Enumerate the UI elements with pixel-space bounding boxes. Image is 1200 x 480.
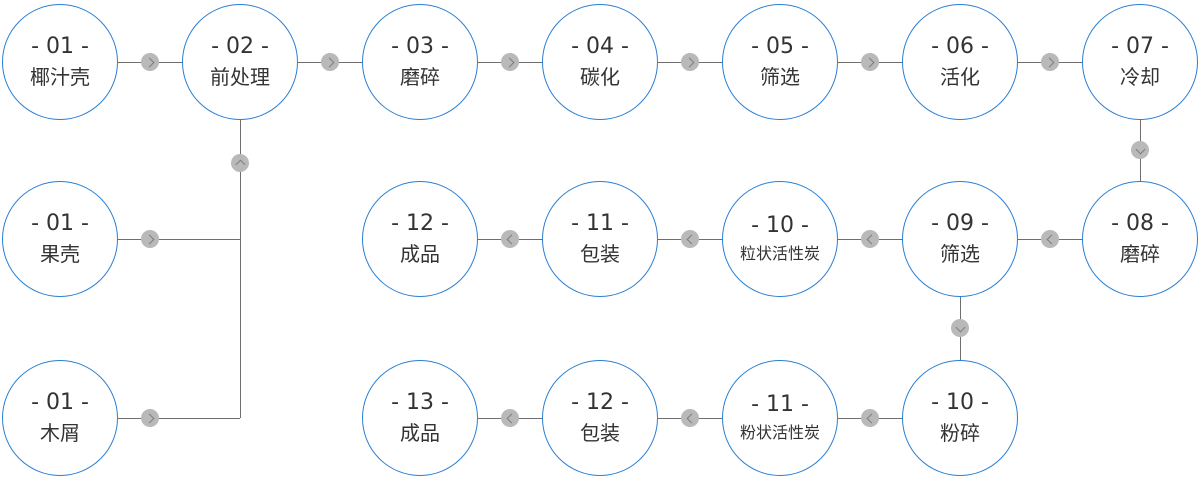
chevron-left-glyph bbox=[506, 413, 516, 423]
connector-line bbox=[239, 120, 241, 418]
node-step-label: 粒状活性炭 bbox=[739, 244, 820, 263]
flow-node: - 12 - 包装 bbox=[542, 360, 658, 476]
node-step-label: 磨碎 bbox=[400, 65, 440, 89]
flow-node: - 09 - 筛选 bbox=[902, 181, 1018, 297]
node-step-number: - 11 - bbox=[571, 211, 629, 236]
chevron-down-glyph bbox=[955, 322, 965, 332]
arrow-right-icon bbox=[141, 409, 159, 427]
node-step-number: - 03 - bbox=[391, 34, 449, 59]
chevron-up-glyph bbox=[235, 159, 245, 169]
node-step-number: - 11 - bbox=[751, 392, 809, 417]
node-step-number: - 12 - bbox=[391, 211, 449, 236]
flow-node: - 07 - 冷却 bbox=[1082, 4, 1198, 120]
node-step-number: - 13 - bbox=[391, 390, 449, 415]
flow-node: - 05 - 筛选 bbox=[722, 4, 838, 120]
chevron-left-glyph bbox=[1046, 234, 1056, 244]
chevron-right-glyph bbox=[144, 234, 154, 244]
chevron-left-glyph bbox=[866, 234, 876, 244]
node-step-number: - 01 - bbox=[31, 34, 89, 59]
node-step-label: 成品 bbox=[400, 242, 440, 266]
connector-line bbox=[118, 417, 240, 419]
arrow-up-icon bbox=[231, 154, 249, 172]
arrow-right-icon bbox=[861, 53, 879, 71]
chevron-left-glyph bbox=[686, 413, 696, 423]
flow-node: - 11 - 粉状活性炭 bbox=[722, 360, 838, 476]
arrow-left-icon bbox=[681, 230, 699, 248]
arrow-left-icon bbox=[861, 409, 879, 427]
chevron-right-glyph bbox=[504, 57, 514, 67]
node-step-number: - 05 - bbox=[751, 34, 809, 59]
arrow-left-icon bbox=[1041, 230, 1059, 248]
node-step-label: 活化 bbox=[940, 65, 980, 89]
node-step-label: 前处理 bbox=[210, 65, 270, 89]
arrow-left-icon bbox=[861, 230, 879, 248]
flow-node: - 04 - 碳化 bbox=[542, 4, 658, 120]
chevron-left-glyph bbox=[866, 413, 876, 423]
chevron-right-glyph bbox=[324, 57, 334, 67]
node-step-label: 包装 bbox=[580, 242, 620, 266]
chevron-left-glyph bbox=[686, 234, 696, 244]
node-step-number: - 04 - bbox=[571, 34, 629, 59]
node-step-label: 筛选 bbox=[760, 65, 800, 89]
arrow-right-icon bbox=[681, 53, 699, 71]
node-step-label: 筛选 bbox=[940, 242, 980, 266]
connector-line bbox=[118, 238, 240, 240]
chevron-right-glyph bbox=[144, 57, 154, 67]
node-step-label: 冷却 bbox=[1120, 65, 1160, 89]
node-step-label: 成品 bbox=[400, 421, 440, 445]
arrow-left-icon bbox=[681, 409, 699, 427]
flow-node: - 10 - 粒状活性炭 bbox=[722, 181, 838, 297]
flow-node: - 06 - 活化 bbox=[902, 4, 1018, 120]
arrow-right-icon bbox=[501, 53, 519, 71]
flow-node: - 08 - 磨碎 bbox=[1082, 181, 1198, 297]
arrow-right-icon bbox=[1041, 53, 1059, 71]
arrow-right-icon bbox=[141, 53, 159, 71]
arrow-down-icon bbox=[1131, 141, 1149, 159]
node-step-label: 包装 bbox=[580, 421, 620, 445]
node-step-label: 磨碎 bbox=[1120, 242, 1160, 266]
node-step-number: - 01 - bbox=[31, 390, 89, 415]
arrow-right-icon bbox=[321, 53, 339, 71]
flow-node: - 03 - 磨碎 bbox=[362, 4, 478, 120]
node-step-label: 木屑 bbox=[40, 421, 80, 445]
node-step-label: 碳化 bbox=[580, 65, 620, 89]
flow-node: - 11 - 包装 bbox=[542, 181, 658, 297]
flow-node: - 10 - 粉碎 bbox=[902, 360, 1018, 476]
node-step-number: - 10 - bbox=[751, 213, 809, 238]
flow-node: - 01 - 椰汁壳 bbox=[2, 4, 118, 120]
chevron-left-glyph bbox=[506, 234, 516, 244]
node-step-label: 椰汁壳 bbox=[30, 65, 90, 89]
chevron-right-glyph bbox=[144, 413, 154, 423]
chevron-right-glyph bbox=[684, 57, 694, 67]
node-step-number: - 06 - bbox=[931, 34, 989, 59]
chevron-right-glyph bbox=[1044, 57, 1054, 67]
node-step-number: - 12 - bbox=[571, 390, 629, 415]
node-step-label: 粉状活性炭 bbox=[739, 423, 820, 442]
flow-node: - 12 - 成品 bbox=[362, 181, 478, 297]
node-step-number: - 01 - bbox=[31, 211, 89, 236]
node-step-label: 果壳 bbox=[40, 242, 80, 266]
arrow-left-icon bbox=[501, 409, 519, 427]
node-step-number: - 08 - bbox=[1111, 211, 1169, 236]
node-step-number: - 07 - bbox=[1111, 34, 1169, 59]
node-step-number: - 09 - bbox=[931, 211, 989, 236]
node-step-number: - 10 - bbox=[931, 390, 989, 415]
chevron-right-glyph bbox=[864, 57, 874, 67]
arrow-down-icon bbox=[951, 319, 969, 337]
flow-node: - 01 - 木屑 bbox=[2, 360, 118, 476]
arrow-left-icon bbox=[501, 230, 519, 248]
chevron-down-glyph bbox=[1135, 144, 1145, 154]
flow-node: - 02 - 前处理 bbox=[182, 4, 298, 120]
flow-node: - 13 - 成品 bbox=[362, 360, 478, 476]
node-step-number: - 02 - bbox=[211, 34, 269, 59]
arrow-right-icon bbox=[141, 230, 159, 248]
flow-node: - 01 - 果壳 bbox=[2, 181, 118, 297]
node-step-label: 粉碎 bbox=[940, 421, 980, 445]
